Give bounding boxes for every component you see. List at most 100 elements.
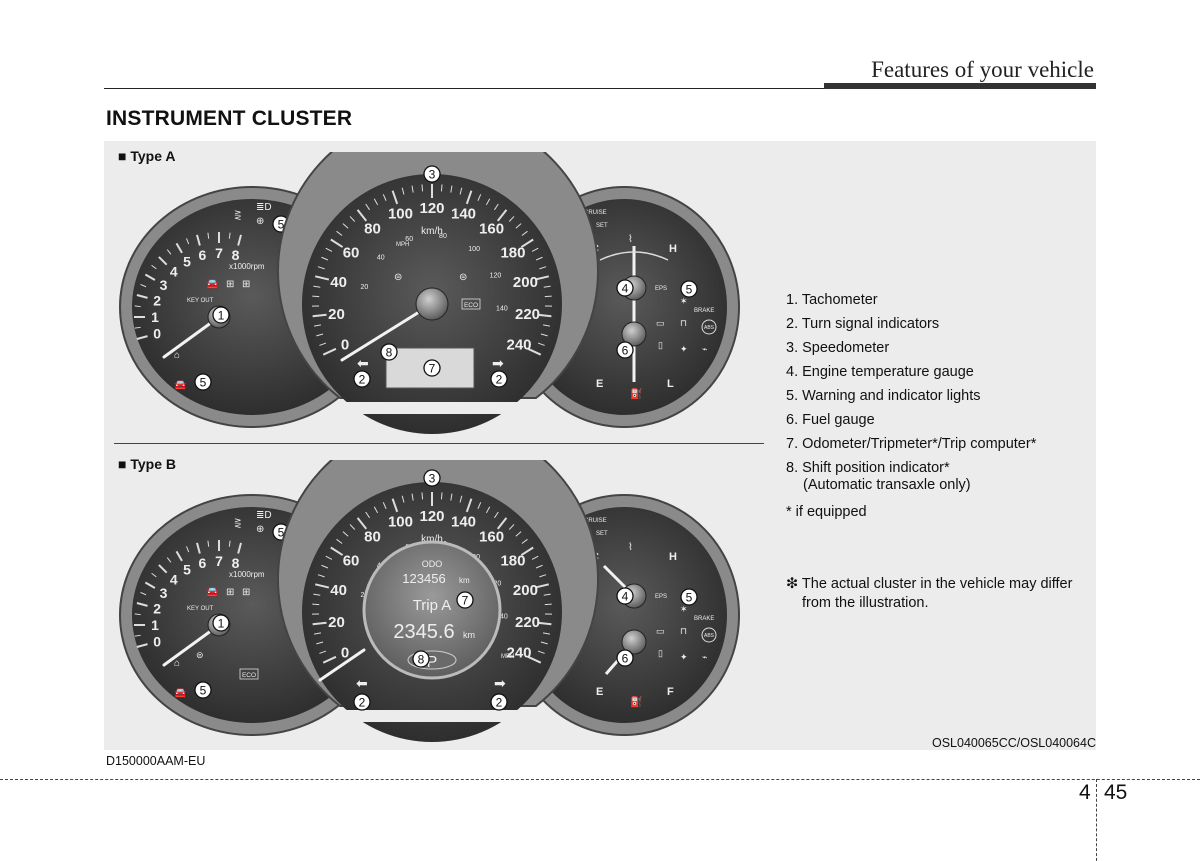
speedo-tick bbox=[325, 247, 333, 252]
speedo-number: 200 bbox=[513, 274, 538, 291]
speedo-tick bbox=[349, 524, 356, 530]
speedo-tick bbox=[537, 621, 552, 626]
awd-icon: ⊞ bbox=[226, 279, 234, 290]
tach-tick bbox=[134, 305, 141, 308]
speedo-number: 200 bbox=[513, 582, 538, 599]
tach-tick bbox=[136, 294, 148, 299]
speedo-number: 100 bbox=[388, 205, 413, 222]
speedo-tick bbox=[373, 198, 379, 206]
callout-number: 5 bbox=[200, 684, 207, 698]
speedo-tick bbox=[459, 495, 463, 503]
speedo-tick bbox=[539, 266, 547, 270]
speedo-tick bbox=[373, 506, 379, 514]
legend-item: 3. Speedometer bbox=[786, 340, 890, 356]
mph-scale-number: 140 bbox=[496, 306, 508, 313]
fuel-pump-icon: ⛽ bbox=[630, 387, 642, 400]
headlight-icon: ≣D bbox=[256, 202, 272, 213]
speedo-tick bbox=[543, 593, 551, 596]
fuel-empty-label: E bbox=[596, 378, 603, 390]
speedo-tick bbox=[440, 184, 443, 192]
callout-circle bbox=[353, 370, 371, 388]
tach-tick bbox=[144, 581, 156, 589]
speedo-tick bbox=[382, 194, 387, 201]
speedo-tick bbox=[421, 492, 424, 500]
speedo-number: 40 bbox=[330, 582, 347, 599]
callout-circle bbox=[616, 587, 634, 605]
tach-number: 2 bbox=[153, 600, 161, 616]
tach-tick bbox=[151, 572, 157, 578]
speedo-tick bbox=[315, 275, 330, 281]
header-section-title: Features of your vehicle bbox=[871, 57, 1094, 82]
odo-label: ODO bbox=[422, 559, 443, 569]
speedo-tick bbox=[508, 524, 515, 530]
callout-circle bbox=[380, 343, 398, 361]
fuel-gauge-hub bbox=[621, 629, 647, 655]
tach-tick bbox=[136, 335, 148, 340]
speedo-tick bbox=[494, 203, 499, 211]
speedo-tick bbox=[450, 493, 453, 501]
callout-circle bbox=[423, 469, 441, 487]
tach-tick bbox=[134, 613, 141, 616]
note-line-continuation: from the illustration. bbox=[802, 595, 929, 611]
headlight-icon: ≣D bbox=[256, 510, 272, 521]
trip-value: 2345.6 bbox=[393, 621, 454, 643]
mph-scale-number: 20 bbox=[360, 284, 368, 291]
legend-item: 7. Odometer/Tripmeter*/Trip computer* bbox=[786, 436, 1037, 452]
callout-circle bbox=[423, 359, 441, 377]
speedo-number: 240 bbox=[506, 337, 531, 354]
header-accent-bar bbox=[824, 83, 1096, 89]
battery-icon: ▭ bbox=[656, 626, 665, 636]
speedo-tick bbox=[540, 641, 548, 645]
speedo-tick bbox=[440, 492, 443, 500]
speedo-tick bbox=[317, 266, 325, 270]
speedo-tick bbox=[312, 313, 327, 318]
eco-indicator-label: ECO bbox=[242, 672, 256, 679]
coolant-temp-icon: ⌇ bbox=[628, 542, 633, 553]
door-open-icon: ⊓ bbox=[680, 626, 687, 636]
page-chapter: 4 bbox=[1079, 781, 1091, 804]
tach-number: 6 bbox=[199, 555, 207, 571]
speedo-tick bbox=[316, 333, 324, 337]
legend-item: 5. Warning and indicator lights bbox=[786, 388, 981, 404]
esc-icon: ⊜ bbox=[196, 650, 204, 660]
mph-label: MPH bbox=[501, 654, 514, 660]
tach-tick bbox=[237, 234, 242, 246]
speedo-tick bbox=[496, 517, 508, 530]
callout-number: 5 bbox=[200, 376, 207, 390]
speedo-tick bbox=[321, 564, 329, 569]
callout-circle bbox=[456, 591, 474, 609]
left-turn-arrow-icon: ⬅ bbox=[356, 675, 368, 691]
speedo-number: 160 bbox=[479, 529, 504, 546]
speedo-tick bbox=[365, 511, 370, 519]
tach-number: 0 bbox=[153, 634, 161, 650]
callout-number: 2 bbox=[359, 696, 366, 710]
speedo-tick bbox=[313, 593, 321, 596]
tach-number: 6 bbox=[199, 247, 207, 263]
car-key-icon: 🚘 bbox=[206, 587, 219, 598]
speedo-number: 140 bbox=[451, 513, 476, 530]
tach-tick bbox=[237, 542, 242, 554]
speedo-tick bbox=[485, 506, 491, 514]
right-turn-arrow-icon: ➡ bbox=[494, 675, 506, 691]
tach-tick bbox=[144, 273, 156, 281]
speedo-tick bbox=[465, 190, 473, 205]
esc-off-icon: ⊜ bbox=[459, 272, 467, 283]
speedo-tick bbox=[322, 347, 337, 356]
tach-tick bbox=[196, 234, 201, 246]
tach-number: 8 bbox=[232, 555, 240, 571]
speedo-tick bbox=[537, 342, 545, 346]
car-icon: 🚘 bbox=[174, 688, 187, 699]
speedo-tick bbox=[531, 555, 539, 560]
speedo-tick bbox=[535, 256, 543, 261]
speedo-tick bbox=[527, 347, 542, 356]
legend-item: 1. Tachometer bbox=[786, 292, 878, 308]
callout-circle bbox=[423, 165, 441, 183]
tach-unit: x1000rpm bbox=[229, 262, 265, 271]
mph-label: MPH bbox=[396, 242, 409, 248]
set-label: SET bbox=[596, 223, 608, 229]
speedo-tick bbox=[477, 194, 482, 201]
awd-icon: ⊞ bbox=[226, 587, 234, 598]
speedo-number: 180 bbox=[500, 552, 525, 569]
illustration-note: ❇ The actual cluster in the vehicle may … bbox=[786, 575, 1072, 613]
speedo-number: 60 bbox=[343, 244, 360, 261]
